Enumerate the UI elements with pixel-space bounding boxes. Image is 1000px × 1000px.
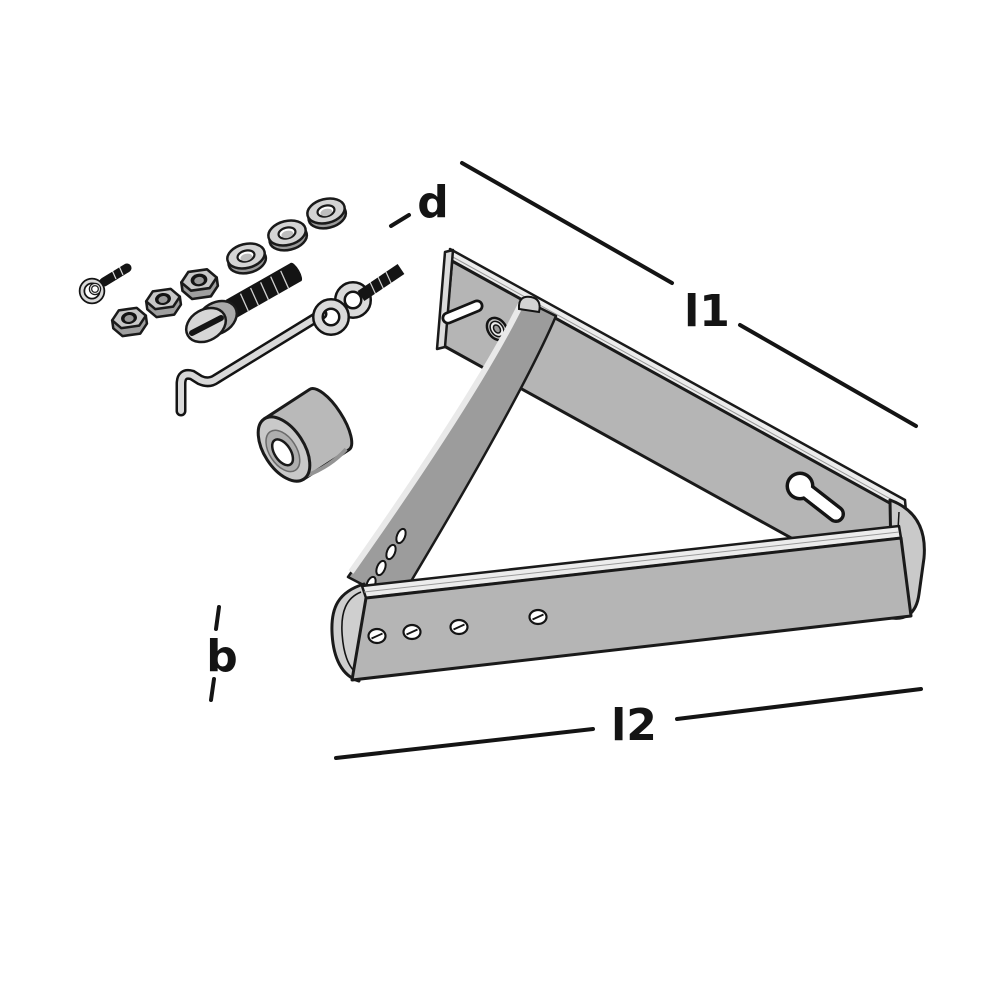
- hex-nut-2: [143, 286, 184, 320]
- b-tick-bottom: [209, 677, 216, 702]
- threaded-stud: [357, 264, 405, 301]
- l1-line-right: [738, 323, 918, 428]
- end-slot: [441, 299, 484, 325]
- bracket: [330, 247, 926, 683]
- label-d: d: [417, 177, 449, 228]
- bracket-top-bar: [435, 247, 908, 599]
- label-l2: l2: [611, 700, 657, 751]
- bottom-bar-front-face: [350, 536, 913, 682]
- top-bar-end-face: [435, 248, 455, 351]
- dimensions-group: d l1 b l2: [206, 161, 923, 760]
- keyhole-slot: [785, 471, 845, 523]
- strap-end-curl: [517, 295, 541, 314]
- l2-line-left: [334, 727, 595, 760]
- bolt-head-slot: [189, 315, 224, 336]
- hex-nut-1: [109, 305, 150, 339]
- label-b: b: [206, 631, 238, 682]
- eye-screw: [78, 263, 132, 305]
- b-tick-top: [214, 605, 221, 631]
- hook-rod: [175, 308, 328, 417]
- eye-rings: [312, 281, 372, 336]
- washer-2: [264, 215, 311, 256]
- hex-nut-3: [178, 266, 221, 302]
- bottom-bar-holes: [367, 608, 548, 645]
- left-corner-fold-line: [341, 591, 362, 675]
- washer-1: [223, 238, 270, 279]
- slotted-bolt: [184, 262, 303, 344]
- bottom-bar-strip-line: [363, 531, 900, 593]
- washer-3: [303, 193, 350, 234]
- d-tick: [389, 213, 411, 228]
- diagonal-strap-edge-highlight: [348, 302, 524, 574]
- l2-line-right: [675, 687, 923, 721]
- label-l1: l1: [684, 286, 730, 337]
- cylindrical-spacer: [256, 387, 354, 483]
- l1-line-left: [460, 161, 674, 285]
- bracket-bottom-bar: [350, 524, 913, 682]
- hardware-group: [78, 193, 405, 483]
